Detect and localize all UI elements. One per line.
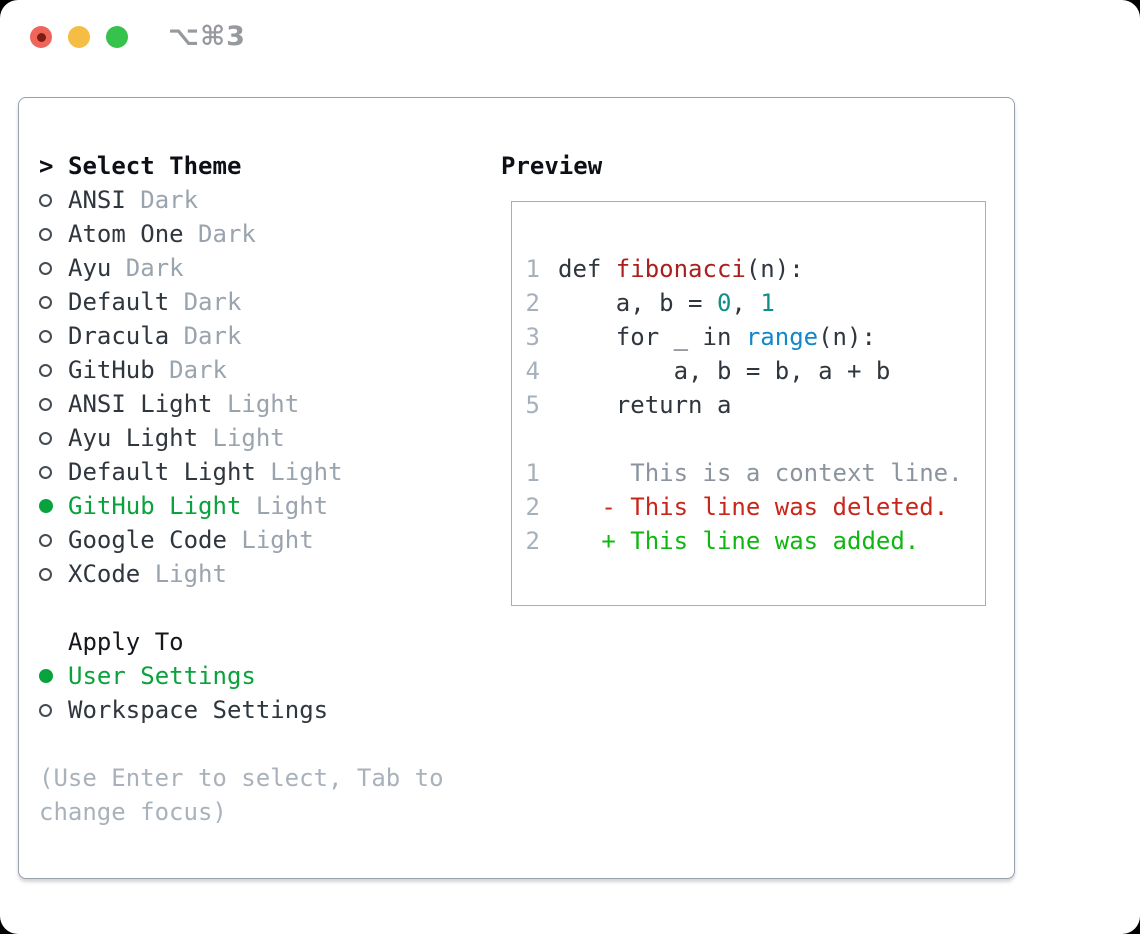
theme-name: Default [68,288,184,316]
line-number: 4 [525,357,540,385]
theme-name: Default Light [68,458,271,486]
theme-variant-label: Light [212,424,285,452]
radio-icon [39,465,68,479]
radio-selected-icon [39,669,68,683]
theme-name: XCode [68,560,155,588]
theme-name: GitHub [68,356,170,384]
diff-sample: 1 This is a context line.2 - This line w… [525,456,985,558]
theme-name: Ayu [68,254,126,282]
select-theme-header: > Select Theme [39,149,444,183]
close-button[interactable] [30,26,52,48]
theme-name: GitHub Light [68,492,256,520]
theme-variant-label: Light [154,560,227,588]
theme-variant-label: Dark [198,220,256,248]
spacer [39,727,444,761]
zoom-button[interactable] [106,26,128,48]
line-number: 1 [525,459,540,487]
radio-selected-icon [39,499,68,513]
theme-variant-label: Dark [140,186,199,214]
theme-variant-label: Dark [125,254,184,282]
radio-icon [39,567,68,581]
preview-header: Preview [501,149,602,183]
theme-option-dracula[interactable]: Dracula Dark [39,319,444,353]
theme-option-ansi[interactable]: ANSI Dark [39,183,444,217]
minimize-button[interactable] [68,26,90,48]
theme-option-ayu[interactable]: Ayu Dark [39,251,444,285]
theme-option-ansi-light[interactable]: ANSI Light Light [39,387,444,421]
diff-line: 1 This is a context line. [525,456,985,490]
line-number: 2 [525,289,540,317]
radio-icon [39,397,68,411]
apply-option-user-settings[interactable]: User Settings [39,659,444,693]
preview-title: Preview [501,152,603,180]
apply-to-title: Apply To [68,628,184,656]
apply-option-label: User Settings [68,662,256,690]
theme-variant-label: Light [241,526,314,554]
line-number: 2 [525,493,540,521]
theme-name: Dracula [68,322,184,350]
code-line: 5 return a [525,388,985,422]
theme-variant-label: Light [255,492,329,520]
hint-text: (Use Enter to select, Tab to change focus… [39,761,444,829]
radio-icon [39,295,68,309]
line-number: 5 [525,391,540,419]
radio-icon [39,363,68,377]
radio-icon [39,533,68,547]
line-number: 3 [525,323,540,351]
close-dot-icon [36,32,46,42]
line-number: 1 [525,255,540,283]
radio-icon [39,703,68,717]
radio-icon [39,227,68,241]
select-theme-title: Select Theme [68,152,242,180]
radio-icon [39,431,68,445]
hint-line: change focus) [39,798,227,826]
theme-option-google-code[interactable]: Google Code Light [39,523,444,557]
radio-icon [39,261,68,275]
theme-name: Google Code [68,526,242,554]
code-line: 4 a, b = b, a + b [525,354,985,388]
theme-option-xcode[interactable]: XCode Light [39,557,444,591]
code-line: 2 a, b = 0, 1 [525,286,985,320]
theme-name: ANSI [68,186,141,214]
code-line: 3 for _ in range(n): [525,320,985,354]
theme-option-github-light[interactable]: GitHub Light Light [39,489,444,523]
apply-option-label: Workspace Settings [68,696,329,724]
apply-to-header: Apply To [39,625,444,659]
diff-line: 2 + This line was added. [525,524,985,558]
line-number: 2 [525,527,540,555]
theme-option-atom-one[interactable]: Atom One Dark [39,217,444,251]
theme-name: ANSI Light [68,390,227,418]
theme-name: Atom One [68,220,199,248]
theme-option-default[interactable]: Default Dark [39,285,444,319]
theme-option-ayu-light[interactable]: Ayu Light Light [39,421,444,455]
radio-icon [39,329,68,343]
theme-variant-label: Dark [183,288,242,316]
theme-variant-label: Dark [169,356,227,384]
window-title-shortcut: ⌥⌘3 [168,21,246,52]
diff-line: 2 - This line was deleted. [525,490,985,524]
theme-variant-label: Light [270,458,343,486]
cursor-icon: > [39,152,54,180]
spacer [39,591,444,625]
theme-name: Ayu Light [68,424,213,452]
spacer [525,422,985,456]
theme-variant-label: Dark [183,322,242,350]
apply-option-workspace-settings[interactable]: Workspace Settings [39,693,444,727]
hint-line: (Use Enter to select, Tab to [39,764,444,792]
theme-variant-label: Light [226,390,300,418]
theme-option-github[interactable]: GitHub Dark [39,353,444,387]
theme-option-default-light[interactable]: Default Light Light [39,455,444,489]
radio-icon [39,193,68,207]
